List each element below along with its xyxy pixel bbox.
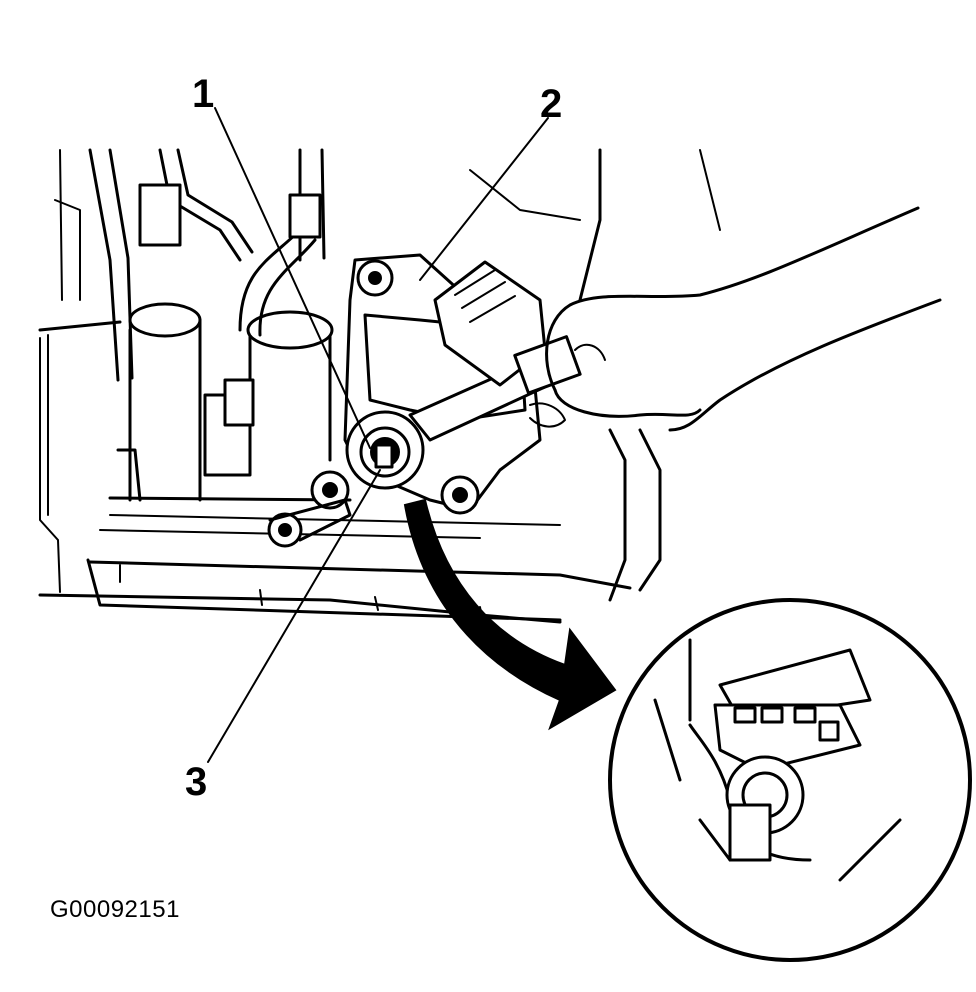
transmission-case xyxy=(38,148,721,624)
magnified-detail-inset xyxy=(608,598,972,962)
curved-arrow-icon xyxy=(403,498,617,731)
leader-line-3 xyxy=(207,469,381,763)
hand-icon xyxy=(529,206,942,432)
callout-1: 1 xyxy=(192,72,215,116)
leader-line-1 xyxy=(214,107,371,449)
sensor-bracket xyxy=(267,253,582,548)
callout-2: 2 xyxy=(540,82,563,126)
manual-shaft-hub xyxy=(345,410,425,490)
solenoid-assembly-left xyxy=(88,148,334,502)
figure-id: G00092151 xyxy=(50,896,180,923)
callout-3: 3 xyxy=(185,760,208,804)
leader-lines xyxy=(207,107,549,763)
leader-line-2 xyxy=(419,117,549,281)
